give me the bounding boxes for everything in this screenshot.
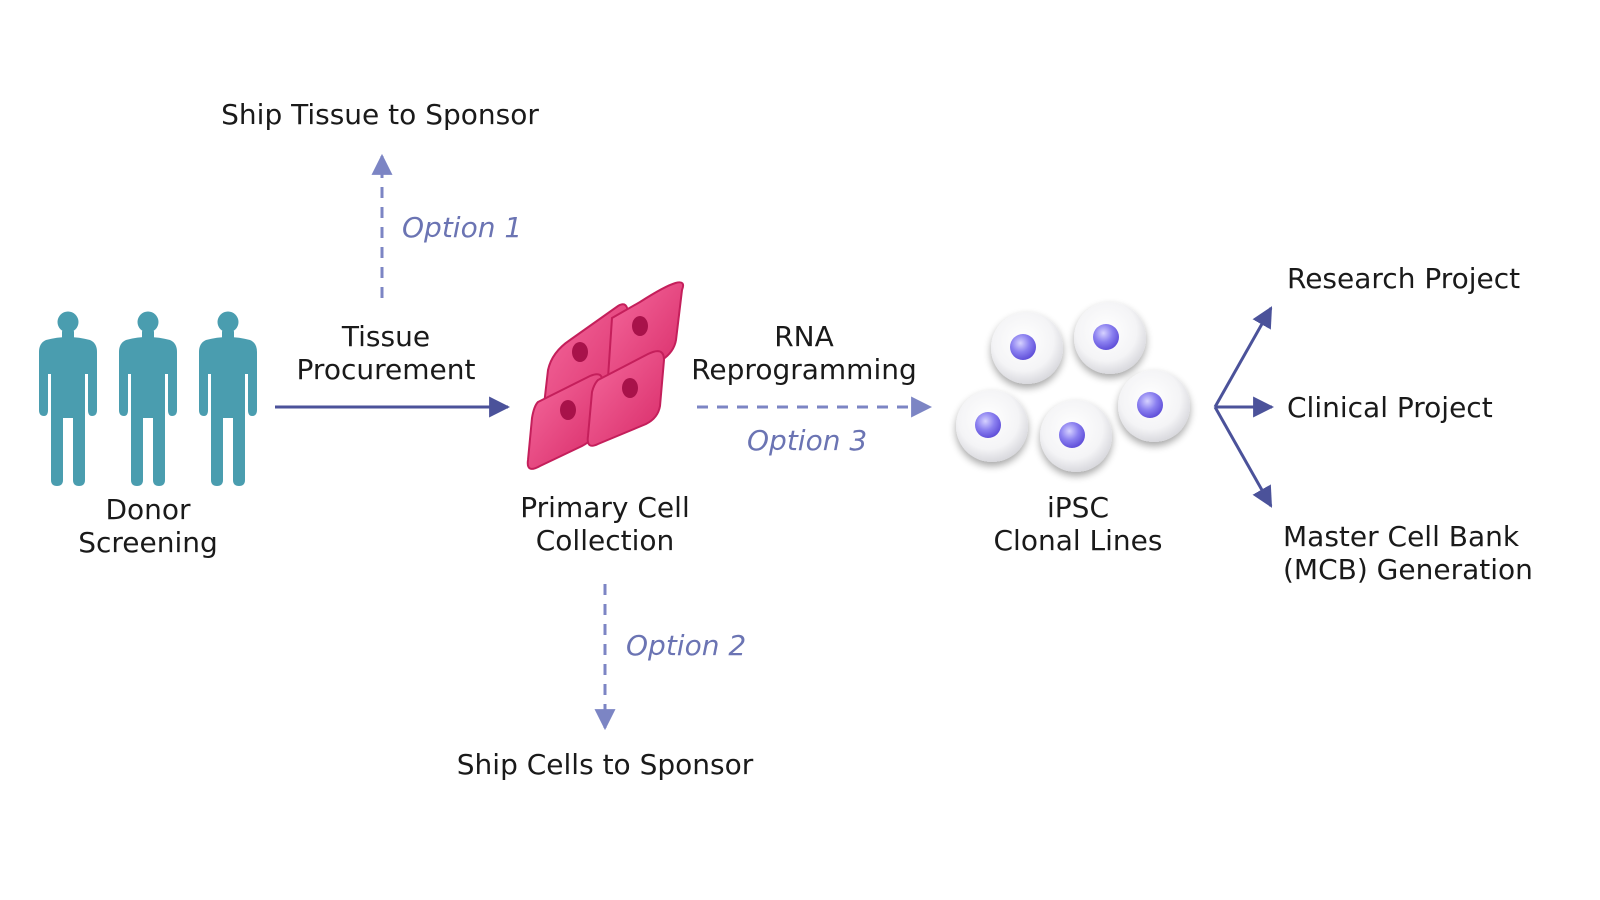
option1-label: Option 1 <box>402 211 523 244</box>
tissue-procurement-label: Tissue Procurement <box>276 320 496 386</box>
primary-cells-icon <box>526 281 685 470</box>
research-arrow <box>1213 306 1273 408</box>
mcb-arrow <box>1213 406 1273 508</box>
clinical-project-label: Clinical Project <box>1287 391 1493 424</box>
donor-screening-label: Donor Screening <box>48 493 248 559</box>
rna-reprogramming-label: RNA Reprogramming <box>684 320 924 386</box>
research-project-label: Research Project <box>1287 262 1521 295</box>
ipsc-label-line1: iPSC <box>1047 491 1109 524</box>
ship-tissue-text: Ship Tissue to Sponsor <box>221 98 539 131</box>
ipsc-label-line2: Clonal Lines <box>993 524 1163 557</box>
person-icon <box>39 311 97 486</box>
person-icon <box>199 311 257 486</box>
donor-figures <box>39 311 257 486</box>
primary-label-line1: Primary Cell <box>520 491 690 524</box>
tissue-procurement-line1: Tissue <box>341 320 431 353</box>
mcb-label-line1: Master Cell Bank <box>1283 520 1520 553</box>
ipsc-clonal-lines-label: iPSC Clonal Lines <box>968 491 1188 557</box>
donor-label-line1: Donor <box>105 493 191 526</box>
option3-label: Option 3 <box>747 424 868 457</box>
primary-label-line2: Collection <box>535 524 675 557</box>
rna-reprogramming-line2: Reprogramming <box>691 353 917 386</box>
primary-cell-collection-label: Primary Cell Collection <box>485 491 725 557</box>
rna-reprogramming-line1: RNA <box>774 320 834 353</box>
donor-label-line2: Screening <box>78 526 218 559</box>
ship-cells-text: Ship Cells to Sponsor <box>456 748 754 781</box>
ship-cells-label: Ship Cells to Sponsor <box>425 748 785 781</box>
option2-label: Option 2 <box>626 629 747 662</box>
ipsc-colony-icon <box>956 302 1190 472</box>
ship-tissue-label: Ship Tissue to Sponsor <box>200 98 560 131</box>
mcb-generation-label: Master Cell Bank (MCB) Generation <box>1283 520 1533 586</box>
person-icon <box>119 311 177 486</box>
mcb-label-line2: (MCB) Generation <box>1283 553 1533 586</box>
tissue-procurement-line2: Procurement <box>296 353 476 386</box>
